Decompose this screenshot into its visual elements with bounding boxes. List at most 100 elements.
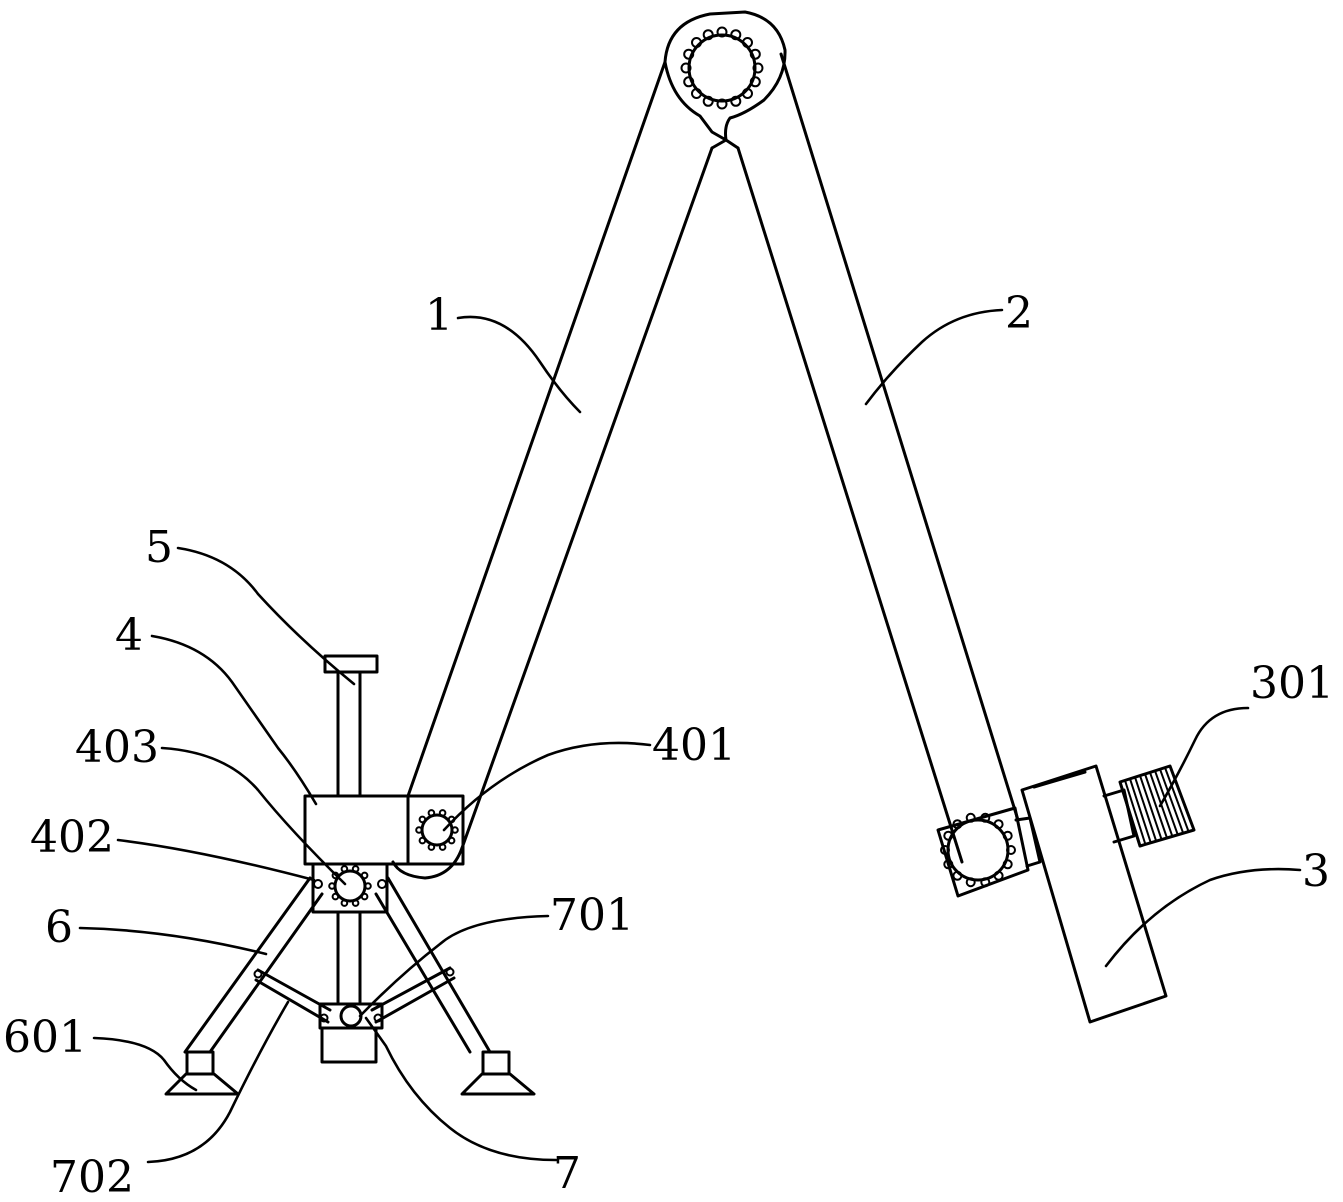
label-4: 4 bbox=[115, 610, 143, 661]
gear-tooth bbox=[702, 95, 714, 107]
gear-tooth bbox=[680, 62, 692, 74]
knurl-line bbox=[1164, 767, 1190, 832]
component-701-links bbox=[253, 966, 456, 1024]
leader-1 bbox=[456, 315, 582, 414]
pivot-403 bbox=[328, 865, 372, 907]
gear-tooth bbox=[943, 859, 954, 870]
gear-tooth bbox=[364, 882, 372, 890]
gear-tooth bbox=[691, 88, 702, 99]
label-1: 1 bbox=[425, 290, 453, 341]
leader-lines bbox=[78, 308, 1302, 1164]
gear-tooth bbox=[427, 809, 436, 817]
leader-701 bbox=[358, 914, 550, 1018]
gear-tooth bbox=[716, 26, 728, 38]
gear-tooth bbox=[360, 892, 369, 901]
gear-tooth bbox=[438, 809, 447, 817]
leader-402 bbox=[116, 838, 316, 882]
label-702: 702 bbox=[50, 1152, 134, 1202]
component-4-block bbox=[303, 794, 465, 866]
knurl-line bbox=[1124, 780, 1147, 845]
labels: 1 2 3 301 4 401 402 403 5 6 601 7 701 70… bbox=[3, 288, 1334, 1202]
label-3: 3 bbox=[1302, 846, 1330, 897]
knurl-line bbox=[1129, 778, 1152, 844]
gear-tooth bbox=[683, 48, 695, 60]
label-6: 6 bbox=[45, 902, 73, 953]
gear-tooth bbox=[331, 871, 340, 880]
gear-tooth bbox=[702, 29, 714, 41]
gear-tooth bbox=[1002, 859, 1013, 870]
gear-tooth bbox=[742, 88, 753, 99]
gear-tooth bbox=[438, 843, 447, 851]
gear-top-teeth bbox=[680, 26, 764, 110]
leader-3 bbox=[1104, 867, 1302, 968]
gear-tooth bbox=[980, 812, 991, 823]
gear-tooth bbox=[360, 871, 369, 880]
label-403: 403 bbox=[75, 722, 159, 773]
gear-tooth bbox=[749, 76, 761, 88]
component-301-knob bbox=[1102, 764, 1196, 848]
gear-tooth bbox=[965, 812, 976, 823]
gear-tooth bbox=[691, 37, 702, 48]
leader-5 bbox=[176, 546, 356, 686]
leader-702 bbox=[146, 1000, 290, 1164]
gear-tooth bbox=[418, 815, 427, 824]
leader-7 bbox=[364, 1016, 558, 1162]
gear-tooth bbox=[730, 95, 742, 107]
leader-403 bbox=[160, 746, 347, 886]
gear-tooth bbox=[993, 870, 1004, 881]
gear-tooth bbox=[752, 62, 764, 74]
leader-2 bbox=[864, 308, 1004, 406]
gear-tooth bbox=[742, 37, 753, 48]
joint-arm2-bottom bbox=[936, 806, 1042, 898]
top-hinge bbox=[663, 10, 787, 142]
gear-tooth bbox=[1006, 845, 1016, 855]
component-7-slider bbox=[318, 1002, 384, 1064]
component-6-legs bbox=[183, 876, 492, 1054]
gear-arm2-teeth bbox=[940, 812, 1016, 888]
gear-tooth bbox=[415, 826, 423, 834]
gear-tooth bbox=[683, 76, 695, 88]
gear-tooth bbox=[328, 882, 336, 890]
leader-301 bbox=[1158, 706, 1250, 808]
gear-tooth bbox=[952, 870, 963, 881]
label-7: 7 bbox=[553, 1148, 581, 1199]
leader-601 bbox=[92, 1036, 198, 1092]
gear-tooth bbox=[447, 836, 456, 845]
gear-tooth bbox=[418, 836, 427, 845]
knurl-line bbox=[1159, 768, 1185, 834]
gear-tooth bbox=[351, 899, 360, 907]
label-701: 701 bbox=[550, 890, 634, 941]
knurl-line bbox=[1139, 775, 1163, 840]
label-2: 2 bbox=[1005, 288, 1033, 339]
knurl-line bbox=[1144, 773, 1168, 839]
gear-tooth bbox=[716, 98, 728, 110]
gear-tooth bbox=[749, 48, 761, 60]
component-601-feet bbox=[164, 1050, 536, 1096]
gear-tooth bbox=[965, 877, 976, 888]
label-401: 401 bbox=[652, 720, 736, 771]
knurl-line bbox=[1154, 770, 1179, 836]
leader-4 bbox=[150, 634, 318, 806]
gear-tooth bbox=[940, 845, 950, 855]
gear-tooth bbox=[331, 892, 340, 901]
gear-tooth bbox=[451, 826, 459, 834]
gear-tooth bbox=[1002, 830, 1013, 841]
gear-tooth bbox=[351, 865, 360, 873]
gear-tooth bbox=[943, 830, 954, 841]
gear-tooth bbox=[952, 819, 963, 830]
collar-402 bbox=[311, 862, 389, 914]
arm-2 bbox=[710, 52, 1020, 864]
gear-401-teeth bbox=[415, 809, 459, 851]
gear-403-teeth bbox=[328, 865, 372, 907]
knurl-line bbox=[1134, 776, 1158, 842]
pivot-401 bbox=[415, 809, 459, 851]
leader-6 bbox=[78, 926, 268, 956]
component-3-housing bbox=[1020, 764, 1168, 1024]
gear-tooth bbox=[980, 877, 991, 888]
label-301: 301 bbox=[1250, 658, 1334, 709]
gear-tooth bbox=[993, 819, 1004, 830]
gear-tooth bbox=[340, 865, 349, 873]
gear-tooth bbox=[340, 899, 349, 907]
label-5: 5 bbox=[145, 522, 173, 573]
